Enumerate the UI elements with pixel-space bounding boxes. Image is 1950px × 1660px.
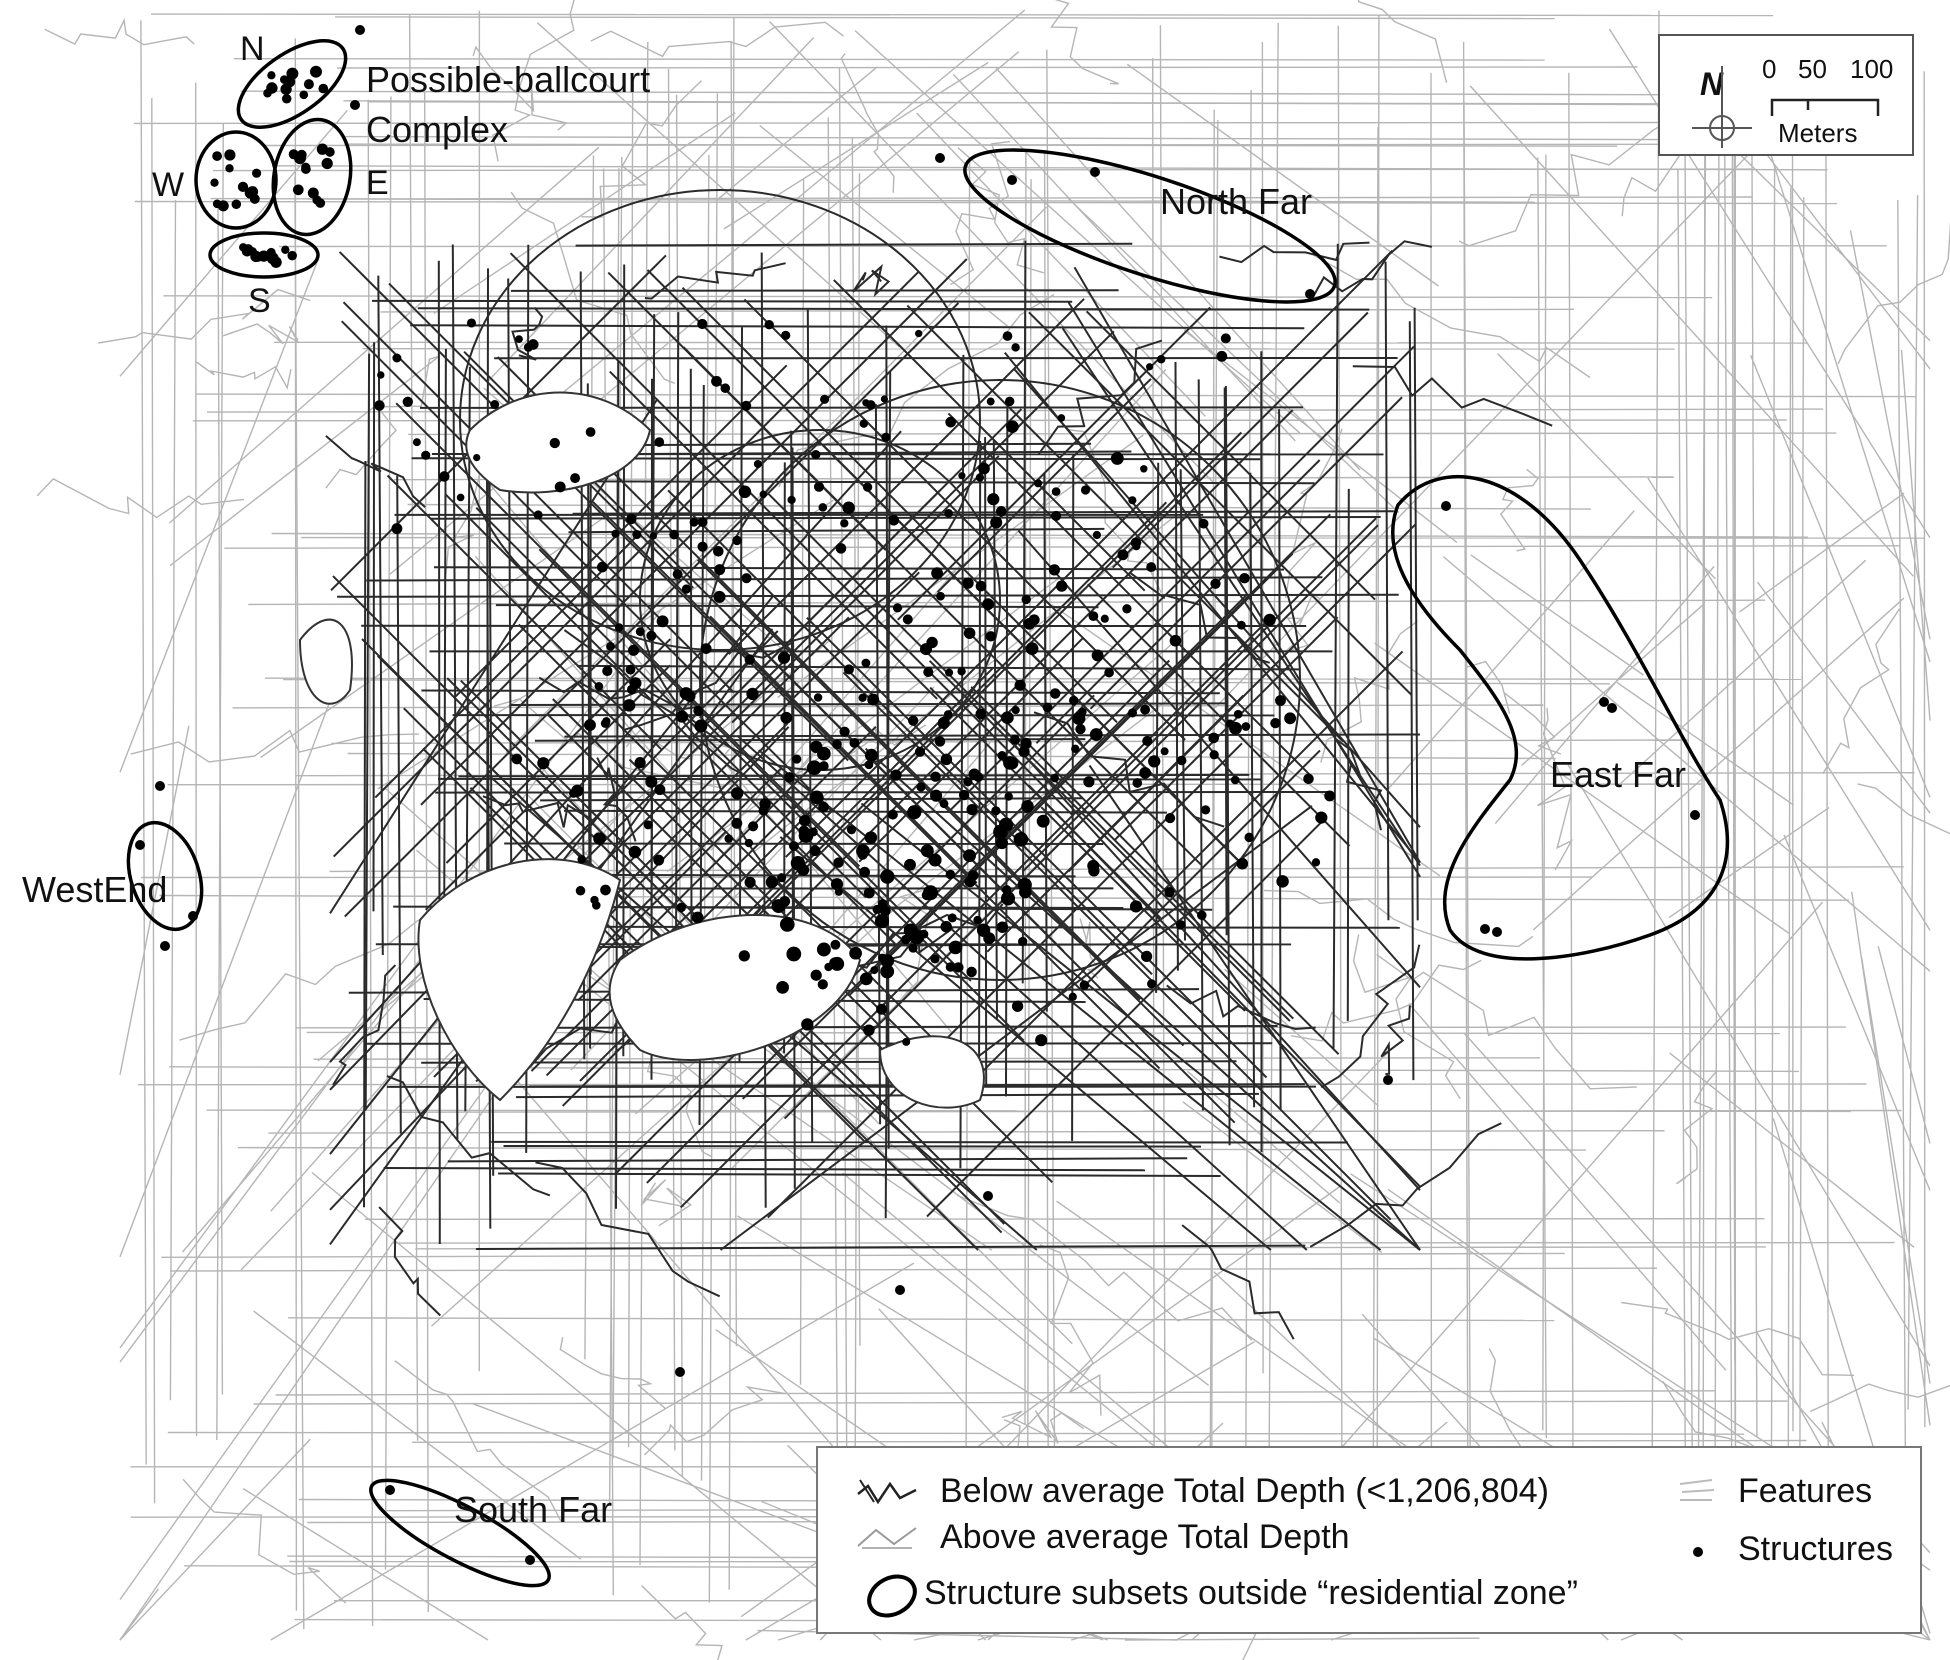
legend-structures: Structures (1738, 1530, 1893, 1568)
legend: Below average Total Depth (<1,206,804) A… (816, 1446, 1922, 1634)
legend-below-average: Below average Total Depth (<1,206,804) (940, 1472, 1549, 1510)
map-labels: Possible-ballcourt Complex N W E S North… (22, 30, 1686, 1530)
subset-east (271, 117, 353, 237)
label-s: S (248, 282, 271, 320)
label-south-far: South Far (454, 1489, 612, 1530)
scale-bar-icon (1770, 98, 1880, 116)
subset-west-end (126, 820, 204, 932)
subset-ellipse-icon (867, 1574, 917, 1618)
legend-features: Features (1738, 1472, 1873, 1510)
north-arrow-icon (1692, 66, 1752, 148)
scale-and-north-arrow: N 0 50 100 Meters (1658, 34, 1914, 156)
features-line-icon (1679, 1479, 1715, 1501)
scale-unit: Meters (1778, 118, 1858, 148)
label-east-far: East Far (1550, 754, 1686, 795)
north-arrow-label: N (1700, 66, 1724, 102)
label-n: N (240, 30, 265, 68)
legend-above-average: Above average Total Depth (940, 1518, 1350, 1556)
label-ballcourt-2: Complex (366, 109, 508, 150)
subset-west (194, 130, 278, 230)
subset-south-far (369, 1478, 551, 1588)
label-e: E (366, 164, 389, 202)
scale-tick-0: 0 (1762, 54, 1777, 84)
label-west-end: WestEnd (22, 869, 167, 910)
above-average-line-icon (857, 1527, 917, 1549)
below-average-line-icon (857, 1479, 917, 1505)
structure-subsets (126, 39, 1729, 1588)
scale-tick-100: 100 (1850, 54, 1894, 84)
subset-north (236, 39, 348, 129)
subset-east-far (1391, 474, 1729, 961)
structures (135, 25, 1700, 1565)
scale-tick-50: 50 (1798, 54, 1827, 84)
structure-dot-icon (1693, 1547, 1703, 1557)
subset-south (208, 231, 320, 279)
label-north-far: North Far (1160, 181, 1312, 222)
subset-north-far (963, 148, 1337, 304)
legend-subsets: Structure subsets outside “residential z… (924, 1574, 1578, 1612)
label-w: W (152, 166, 184, 204)
label-ballcourt-1: Possible-ballcourt (366, 59, 650, 100)
